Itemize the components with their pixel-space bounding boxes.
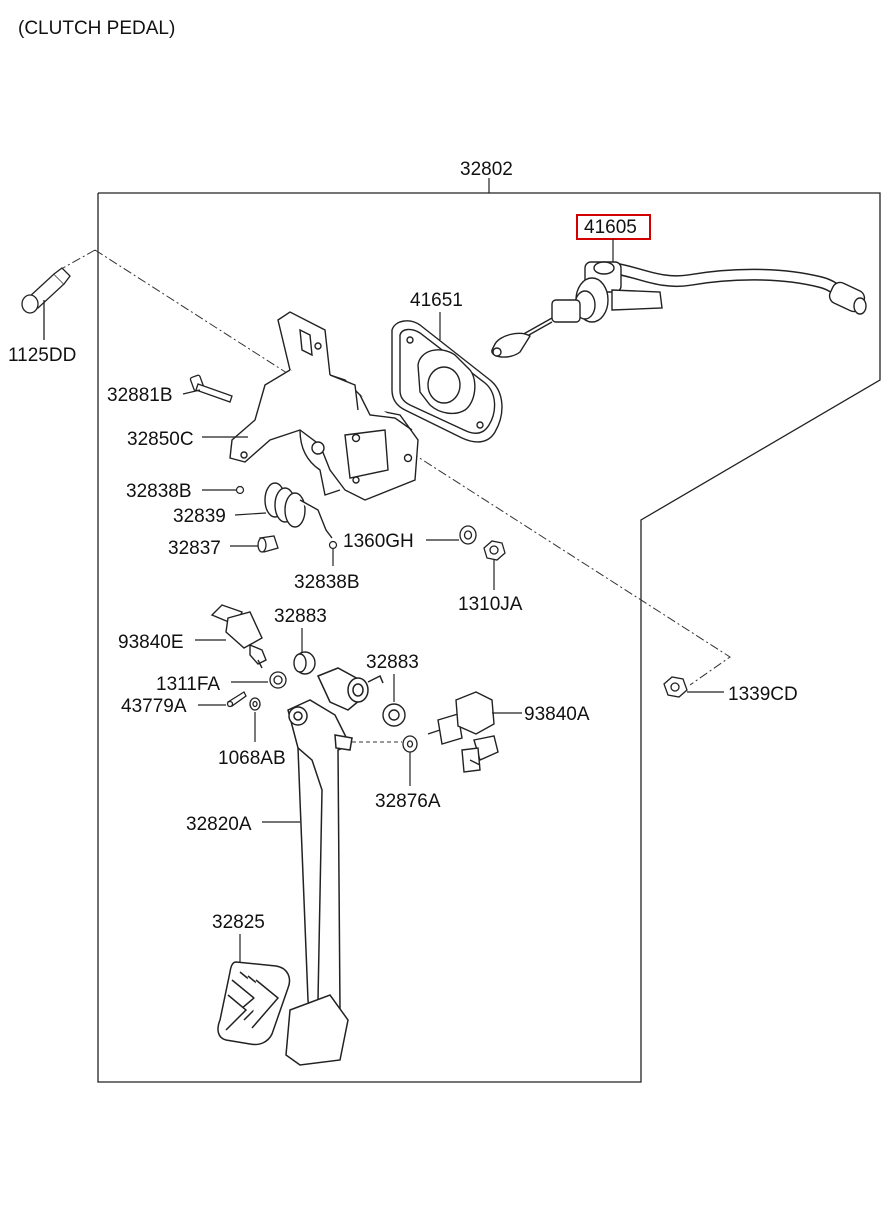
- label-32881b: 32881B: [107, 385, 173, 406]
- nut-1360gh-drawing: [459, 525, 477, 545]
- label-41651: 41651: [410, 290, 463, 311]
- pedal-arm-32820a-drawing: [285, 667, 384, 1066]
- gasket-41651-drawing: [391, 320, 503, 443]
- washer-1068ab-drawing: [249, 697, 261, 711]
- washer-32876a-drawing: [402, 735, 418, 753]
- bushing-32883-left-drawing: [293, 651, 316, 675]
- label-32825: 32825: [212, 912, 265, 933]
- pin-43779a-drawing: [226, 691, 247, 708]
- label-1310ja: 1310JA: [458, 594, 523, 615]
- clip-32838b-upper-drawing: [235, 485, 245, 495]
- label-32837: 32837: [168, 538, 221, 559]
- switch-93840e-drawing: [210, 604, 267, 669]
- label-32876a: 32876A: [375, 791, 441, 812]
- label-32850c: 32850C: [127, 429, 194, 450]
- label-1360gh: 1360GH: [343, 531, 414, 552]
- label-93840a: 93840A: [524, 704, 590, 725]
- assembly-boundary: [97, 192, 881, 1083]
- label-1311fa: 1311FA: [156, 674, 220, 695]
- label-1339cd: 1339CD: [728, 684, 798, 705]
- label-32838b-lower: 32838B: [294, 572, 360, 593]
- spring-32839-drawing: [264, 482, 333, 539]
- switch-93840a-drawing: [427, 691, 499, 773]
- label-32802: 32802: [460, 159, 513, 180]
- label-93840e: 93840E: [118, 632, 184, 653]
- bushing-32837-drawing: [257, 535, 279, 553]
- label-32839: 32839: [173, 506, 226, 527]
- diagram-title: (CLUTCH PEDAL): [18, 18, 175, 39]
- label-32883-right: 32883: [366, 652, 419, 673]
- washer-1311fa-drawing: [269, 671, 287, 689]
- nut-1310ja-drawing: [483, 540, 506, 561]
- bracket-32850c-drawing: [229, 311, 419, 501]
- label-1125dd: 1125DD: [8, 345, 76, 366]
- label-32820a: 32820A: [186, 814, 252, 835]
- label-32883-left: 32883: [274, 606, 327, 627]
- label-43779a: 43779A: [121, 696, 187, 717]
- clip-32838b-lower-drawing: [328, 540, 338, 550]
- bolt-32881b-drawing: [189, 374, 233, 403]
- master-cylinder-41605-drawing: [491, 261, 867, 358]
- label-41605: 41605: [584, 217, 637, 238]
- nut-1339cd-drawing: [663, 676, 688, 698]
- label-32838b-upper: 32838B: [126, 481, 192, 502]
- label-1068ab: 1068AB: [218, 748, 286, 769]
- pedal-pad-32825-drawing: [217, 961, 291, 1046]
- bolt-1125dd-drawing: [21, 267, 71, 340]
- bushing-32883-right-drawing: [382, 703, 406, 727]
